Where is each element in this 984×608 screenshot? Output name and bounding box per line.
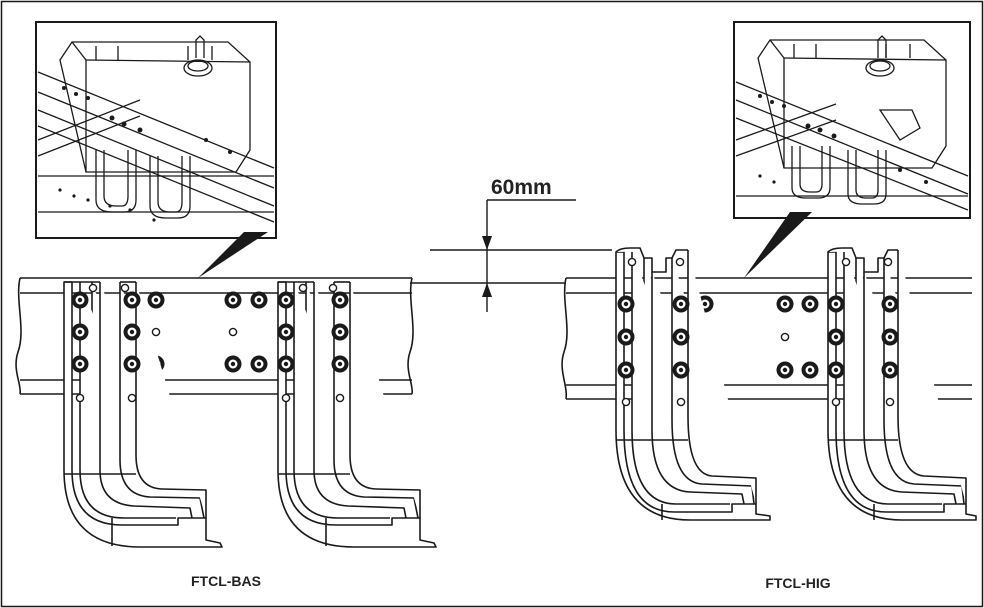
variant-label-ftcl-bas: FTCL-BAS xyxy=(191,573,261,589)
dimension-arrows xyxy=(482,236,492,297)
variant-label-ftcl-hig: FTCL-HIG xyxy=(765,575,830,591)
inset-detail-left xyxy=(35,21,277,239)
inset-detail-right xyxy=(733,21,971,219)
plate-bolts-left xyxy=(147,291,268,373)
bracket-left-a xyxy=(63,281,223,548)
callout-pointer-left xyxy=(198,232,268,278)
callout-pointer-right xyxy=(744,212,812,278)
bracket-left-b xyxy=(277,281,437,548)
dimension-arrow-down xyxy=(482,236,492,250)
bracket-right-a xyxy=(615,247,771,521)
bracket-right-b xyxy=(827,247,977,521)
dimension-arrow-up xyxy=(482,283,492,297)
dimension-lines xyxy=(410,199,612,312)
dimension-label: 60mm xyxy=(491,176,552,199)
